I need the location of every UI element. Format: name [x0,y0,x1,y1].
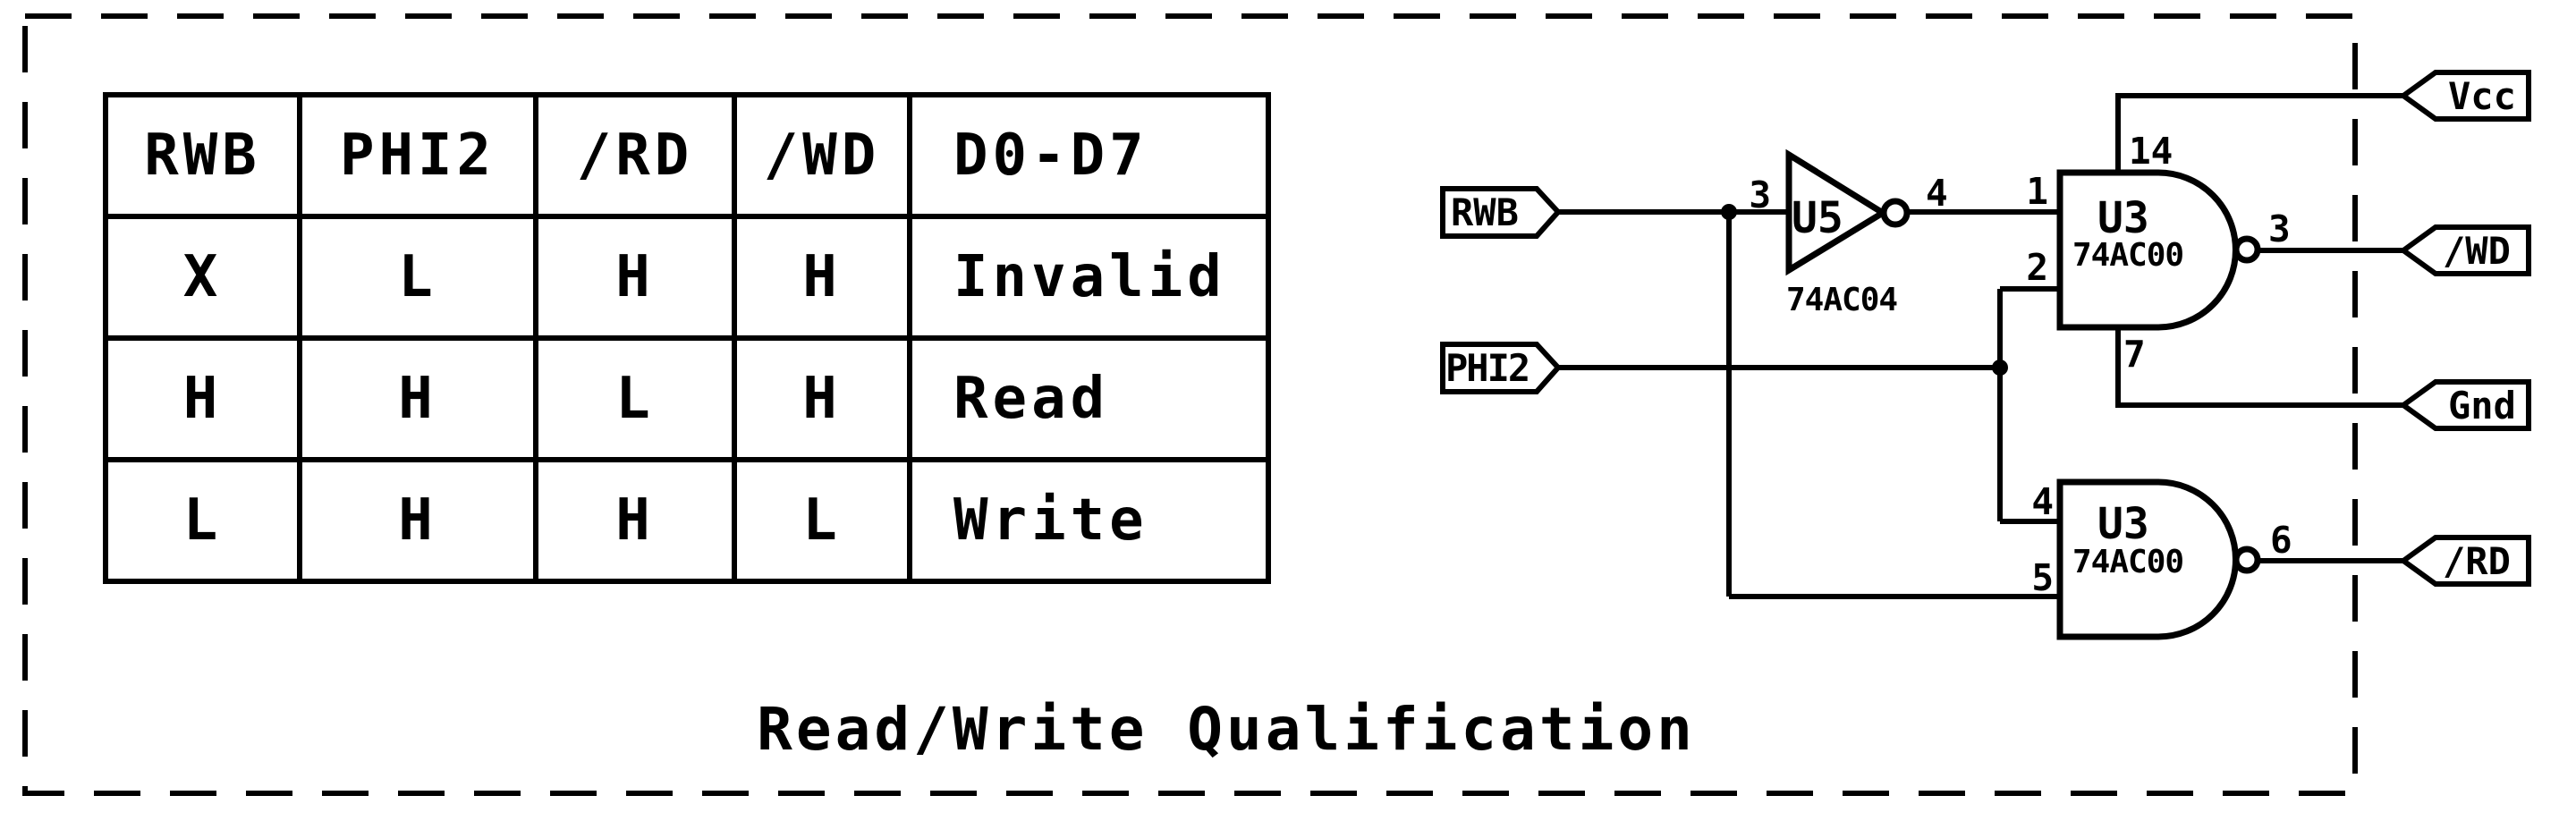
net-flag-wd-label: /WD [2443,229,2511,273]
truth-table-header-cell: RWB [103,92,302,219]
nand-upper-body [2056,169,2239,331]
junction-dot-phi2 [1992,360,2008,376]
truth-table-cell: X [103,214,302,341]
nand-upper-bubble [2233,235,2261,264]
net-flag-gnd-shape [2398,379,2531,431]
truth-table-row: H H L H Read [103,335,1271,462]
net-flag-rd-label: /RD [2443,539,2511,583]
nand-upper-refdes: U3 [2097,193,2149,243]
inverter-output-pin-number: 4 [1926,172,1948,215]
truth-table-cell: H [297,457,538,584]
wire-pin14-vcc [2115,93,2403,174]
truth-table-cell: Invalid [907,214,1271,341]
truth-table-cell: L [297,214,538,341]
nand-upper-pin3-number: 3 [2268,207,2291,250]
truth-table-header-row: RWB PHI2 /RD /WD D0-D7 [103,92,1271,219]
net-flag-phi2-shape [1440,342,1563,394]
net-flag-vcc: Vcc [2398,70,2531,122]
nand-upper-pin7-number: 7 [2123,333,2146,376]
truth-table-row: L H H L Write [103,457,1271,584]
nand-gate-upper: 1 2 3 14 7 U3 74AC00 [2026,130,2290,376]
nand-lower-body [2056,478,2239,640]
net-flag-wd: /WD [2398,224,2531,276]
truth-table-cell: H [533,457,737,584]
truth-table-header-cell: D0-D7 [907,92,1271,219]
nand-upper-pin14-number: 14 [2129,130,2173,173]
truth-table: RWB PHI2 /RD /WD D0-D7 X L H H Invalid H… [103,92,1271,584]
truth-table-cell: H [732,214,912,341]
net-flag-rwb-label: RWB [1451,190,1519,234]
wire-pin7-gnd [2115,326,2403,408]
inverter-u5: 3 4 U5 74AC04 [1749,148,1948,318]
truth-table-cell: H [732,335,912,462]
truth-table-cell: L [732,457,912,584]
net-flag-vcc-label: Vcc [2448,74,2516,118]
net-flag-gnd: Gnd [2398,379,2531,431]
net-flag-wd-shape [2398,224,2531,276]
nand-upper-pin1-number: 1 [2026,170,2048,213]
nand-lower-pin4-number: 4 [2031,480,2054,523]
inverter-triangle [1785,148,1889,276]
inverter-bubble [1880,198,1911,228]
truth-table-cell: H [297,335,538,462]
nand-gate-lower: 4 5 6 U3 74AC00 [2031,478,2292,640]
truth-table-header-cell: /RD [533,92,737,219]
nand-lower-bubble [2233,546,2261,574]
nand-lower-part-number: 74AC00 [2072,544,2183,580]
junction-dot-rwb [1721,204,1737,220]
net-flag-gnd-label: Gnd [2448,384,2516,427]
inverter-refdes: U5 [1792,193,1843,243]
nand-lower-pin6-number: 6 [2270,519,2292,562]
net-flag-phi2-label: PHI2 [1445,346,1529,390]
inverter-part-number: 74AC04 [1786,282,1897,318]
inverter-input-pin-number: 3 [1749,174,1771,216]
truth-table-header-cell: /WD [732,92,912,219]
net-flag-vcc-shape [2398,70,2531,122]
nand-lower-pin5-number: 5 [2031,556,2054,599]
truth-table-cell: L [103,457,302,584]
nand-upper-pin2-number: 2 [2026,246,2048,289]
truth-table-row: X L H H Invalid [103,214,1271,341]
truth-table-cell: L [533,335,737,462]
sheet-title: Read/Write Qualification [757,695,1696,764]
sheet-border [22,13,2358,796]
net-flag-rd-shape [2398,535,2531,587]
net-flag-phi2: PHI2 [1440,342,1563,394]
truth-table-cell: H [533,214,737,341]
nand-lower-refdes: U3 [2097,499,2149,549]
net-flag-rwb-shape [1440,186,1563,239]
net-flag-rwb: RWB [1440,186,1563,239]
truth-table-header-cell: PHI2 [297,92,538,219]
truth-table-cell: Read [907,335,1271,462]
nand-upper-part-number: 74AC00 [2072,237,2183,274]
truth-table-cell: Write [907,457,1271,584]
truth-table-cell: H [103,335,302,462]
net-flag-rd: /RD [2398,535,2531,587]
